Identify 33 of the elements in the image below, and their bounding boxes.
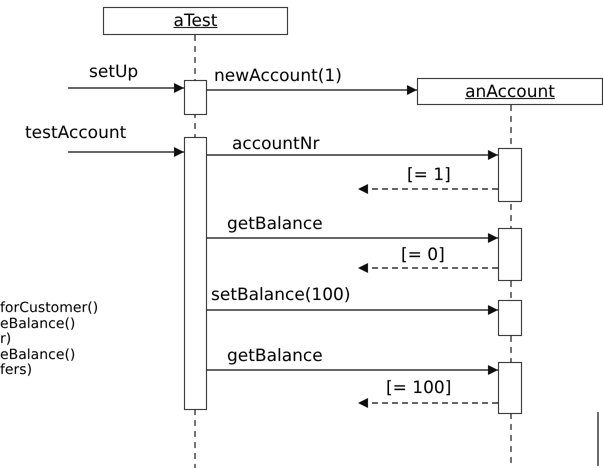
message-arrow <box>68 83 184 93</box>
code-text: r) <box>0 331 12 347</box>
message-arrow <box>207 233 498 243</box>
return-arrow <box>358 398 498 408</box>
message-arrow <box>207 150 498 160</box>
message-arrow <box>68 147 184 157</box>
activation-bar <box>184 137 207 410</box>
message-arrow <box>207 305 498 315</box>
lifeline-header-box <box>103 7 288 35</box>
code-text: forCustomer() <box>0 300 98 316</box>
lifeline-header-box <box>417 78 603 105</box>
code-text: eBalance() <box>0 316 76 332</box>
code-text: eBalance() <box>0 347 76 363</box>
object-name: anAccount <box>465 82 555 102</box>
activation-bar <box>498 148 522 202</box>
message-label: setBalance(100) <box>210 285 352 305</box>
activation-bar <box>498 228 522 281</box>
message-label: [= 1] <box>406 165 452 185</box>
message-label: [= 100] <box>385 378 452 398</box>
object-name: aTest <box>174 11 218 31</box>
message-label: getBalance <box>226 346 324 366</box>
message-label: newAccount(1) <box>213 66 343 86</box>
activation-bar <box>184 80 207 115</box>
activation-bar <box>498 300 522 336</box>
message-label: getBalance <box>226 214 324 234</box>
message-label: [= 0] <box>400 245 446 265</box>
return-arrow <box>358 184 498 194</box>
message-label: setUp <box>88 62 140 82</box>
message-arrow <box>207 85 417 95</box>
code-text: fers) <box>0 362 32 378</box>
activation-bar <box>498 362 522 414</box>
return-arrow <box>358 263 498 273</box>
message-arrow <box>207 365 498 375</box>
